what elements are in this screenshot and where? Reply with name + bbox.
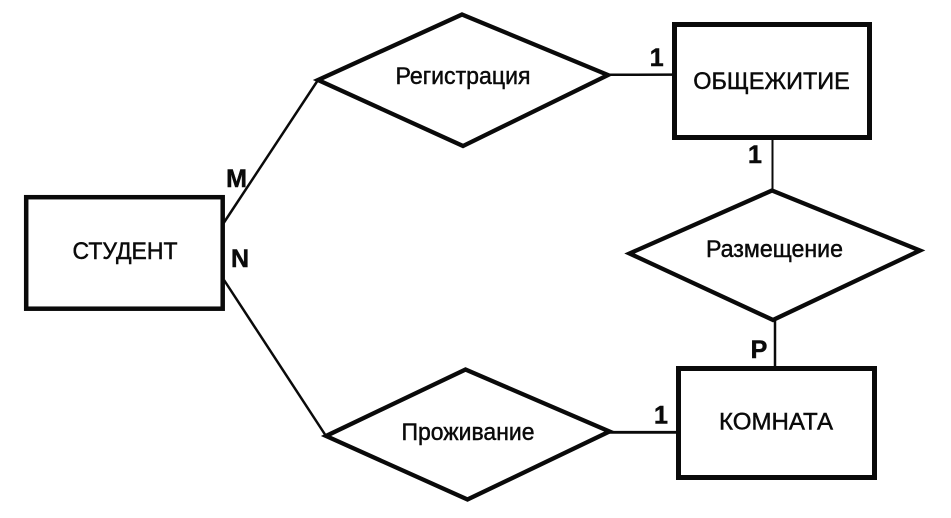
svg-text:1: 1 [654, 402, 668, 430]
svg-text:Проживание: Проживание [402, 419, 535, 446]
svg-text:Размещение: Размещение [706, 236, 843, 263]
svg-text:1: 1 [650, 44, 664, 72]
svg-text:КОМНАТА: КОМНАТА [719, 408, 833, 435]
svg-text:Регистрация: Регистрация [396, 63, 531, 90]
svg-text:P: P [751, 336, 768, 364]
svg-text:N: N [231, 245, 249, 273]
svg-text:1: 1 [748, 141, 762, 169]
svg-text:СТУДЕНТ: СТУДЕНТ [73, 238, 178, 265]
svg-text:M: M [226, 165, 247, 193]
svg-text:ОБЩЕЖИТИЕ: ОБЩЕЖИТИЕ [693, 68, 850, 95]
